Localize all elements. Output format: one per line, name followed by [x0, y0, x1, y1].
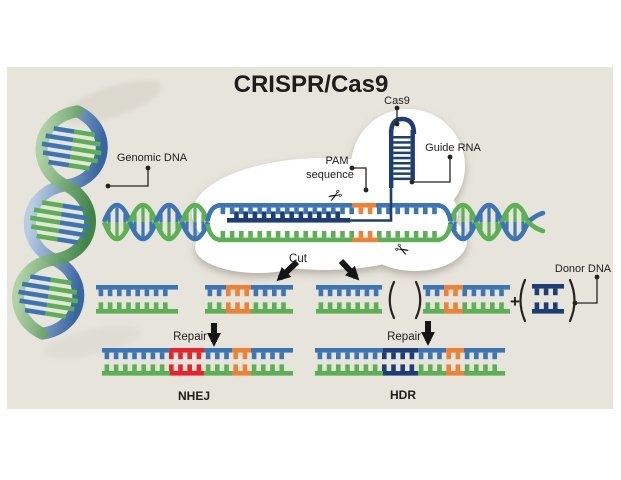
helix-rungs — [18, 126, 102, 319]
genomic-dna-connector — [108, 168, 149, 187]
gap-parentheses — [388, 280, 422, 320]
nhej-label: NHEJ — [178, 389, 210, 403]
nhej-right-fragment — [205, 285, 293, 314]
donor-parentheses — [519, 278, 576, 323]
guide-rna-connector — [412, 157, 451, 183]
figure-title: CRISPR/Cas9 — [234, 71, 389, 98]
hdr-left-fragment — [316, 285, 382, 314]
guide-rna-label: Guide RNA — [425, 142, 481, 154]
donor-dna-connector — [575, 277, 598, 304]
genomic-dna-helix-3d — [12, 105, 108, 340]
pam-connector — [352, 167, 367, 190]
donor-dna-strand — [532, 284, 564, 314]
hairpin-rungs — [393, 136, 411, 181]
hdr-right-fragment — [423, 285, 510, 314]
cut-label: Cut — [289, 253, 308, 265]
nhej-left-fragment — [96, 285, 178, 314]
guide-rna-dna-hybrid — [227, 211, 350, 223]
genomic-target-site — [218, 203, 440, 243]
repair-label-nhej: Repair — [173, 331, 207, 343]
plus-sign: + — [510, 292, 520, 311]
bubble-end-curves — [205, 203, 453, 243]
cut-fragments — [96, 285, 510, 314]
cut-arrow-left — [276, 259, 300, 282]
guide-rna-stem-loop — [350, 116, 417, 222]
genomic-dna-label: Genomic DNA — [117, 152, 188, 164]
repair-label-hdr: Repair — [387, 331, 421, 343]
nhej-repaired-dna — [102, 348, 293, 376]
pam-label-line1: PAM — [325, 155, 348, 167]
flat-helix-right — [447, 202, 531, 242]
hdr-repaired-dna — [315, 348, 505, 376]
cut-arrow-right — [338, 258, 360, 281]
repaired-strands — [102, 348, 505, 376]
flat-helix-right-tail — [525, 210, 546, 234]
hdr-label: HDR — [390, 388, 416, 402]
flow-arrows — [207, 258, 435, 347]
cas9-label: Cas9 — [384, 95, 410, 107]
callout-connectors — [105, 105, 600, 306]
pam-label-line2: sequence — [306, 169, 354, 181]
donor-dna-label: Donor DNA — [555, 263, 612, 275]
